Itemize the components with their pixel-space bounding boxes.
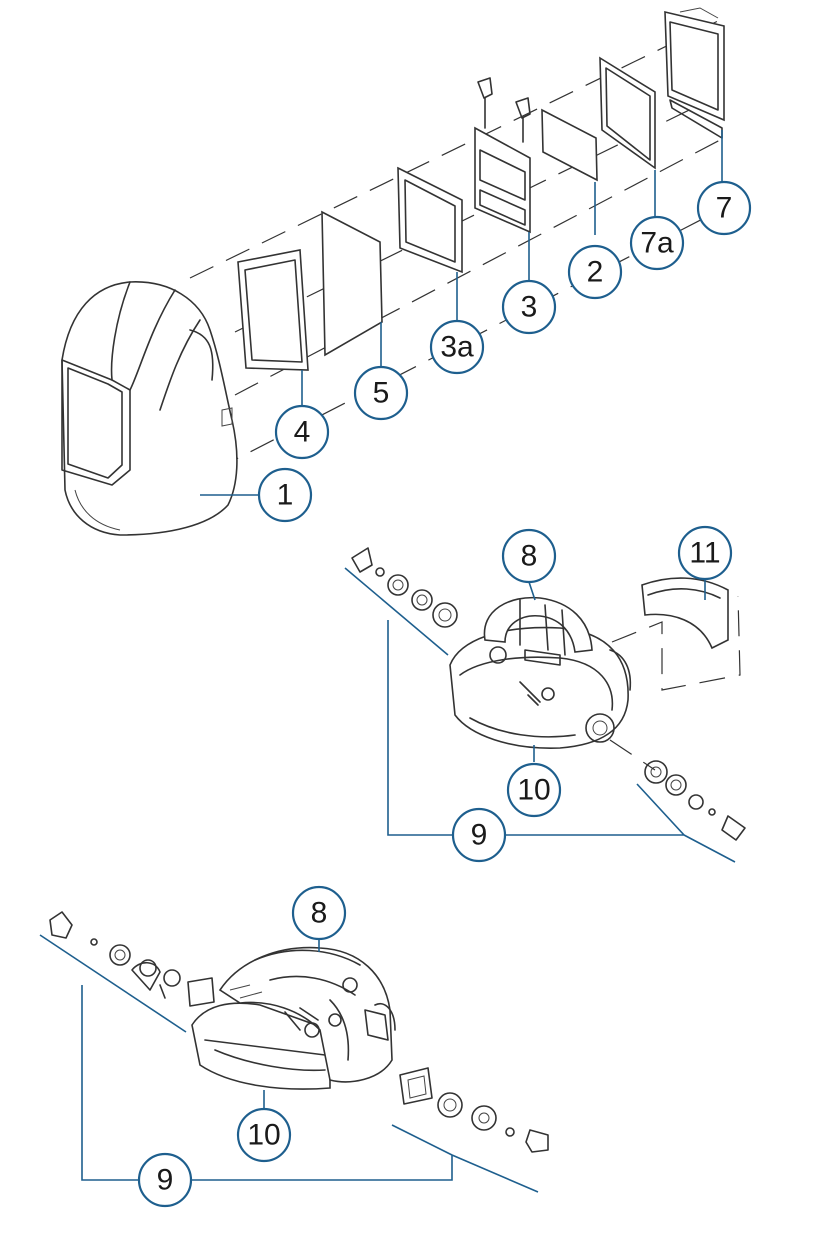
svg-text:7: 7 xyxy=(716,192,733,225)
callout-10-top: 10 xyxy=(506,762,562,818)
lens-holder-frame xyxy=(397,166,463,274)
callout-10-bottom: 10 xyxy=(236,1107,292,1163)
callout-9-bottom: 9 xyxy=(137,1152,193,1208)
svg-text:9: 9 xyxy=(471,819,488,852)
darkening-filter xyxy=(541,108,598,182)
sweatband xyxy=(611,577,741,691)
svg-text:4: 4 xyxy=(294,416,311,449)
callout-8-top: 8 xyxy=(501,528,557,584)
svg-text:10: 10 xyxy=(247,1119,280,1152)
headband-bottom xyxy=(191,946,396,1090)
svg-text:8: 8 xyxy=(521,540,538,573)
lens-stack-assembly: 1 4 5 3a 3 2 7a 7 xyxy=(61,7,752,536)
outer-frame xyxy=(599,56,656,170)
right-hardware xyxy=(609,739,746,841)
callout-3a: 3a xyxy=(429,319,485,375)
bracket-left-top xyxy=(344,567,449,656)
svg-text:8: 8 xyxy=(311,897,328,930)
inner-cover-lens xyxy=(321,210,383,357)
callout-5: 5 xyxy=(353,365,409,421)
callout-2: 2 xyxy=(567,244,623,300)
left-hardware xyxy=(351,547,458,628)
headband-top xyxy=(449,596,632,749)
callout-1: 1 xyxy=(257,467,313,523)
callout-8-bottom: 8 xyxy=(291,885,347,941)
bracket-left-bottom xyxy=(39,934,187,1033)
left-hardware-bottom xyxy=(49,911,215,1007)
bracket-right-bottom xyxy=(190,1124,539,1193)
svg-text:1: 1 xyxy=(277,479,294,512)
bracket-left-top-2 xyxy=(387,620,452,836)
callout-7a: 7a xyxy=(629,215,685,271)
callout-3: 3 xyxy=(501,279,557,335)
svg-text:10: 10 xyxy=(517,774,550,807)
cartridge-holder xyxy=(474,77,531,234)
callout-4: 4 xyxy=(274,404,330,460)
headgear-assembly-top: 8 11 10 9 xyxy=(344,525,746,863)
bracket-left-bottom-2 xyxy=(81,985,140,1181)
right-hardware-bottom xyxy=(399,1067,549,1153)
gasket-frame xyxy=(237,249,309,371)
svg-text:9: 9 xyxy=(157,1164,174,1197)
callout-9-top: 9 xyxy=(451,807,507,863)
svg-text:3a: 3a xyxy=(440,331,474,364)
leader-8-top xyxy=(528,581,536,601)
callout-11: 11 xyxy=(677,525,733,581)
svg-text:7a: 7a xyxy=(640,227,674,260)
svg-text:2: 2 xyxy=(587,256,604,289)
headgear-assembly-bottom: 8 10 9 xyxy=(39,885,549,1208)
callout-7: 7 xyxy=(696,180,752,236)
top-leaders xyxy=(200,130,723,496)
bracket-right-top xyxy=(505,783,736,863)
svg-text:3: 3 xyxy=(521,291,538,324)
front-cover-assembly xyxy=(664,7,725,139)
svg-text:5: 5 xyxy=(373,377,390,410)
helmet-shell xyxy=(61,281,238,536)
svg-text:11: 11 xyxy=(689,537,720,570)
